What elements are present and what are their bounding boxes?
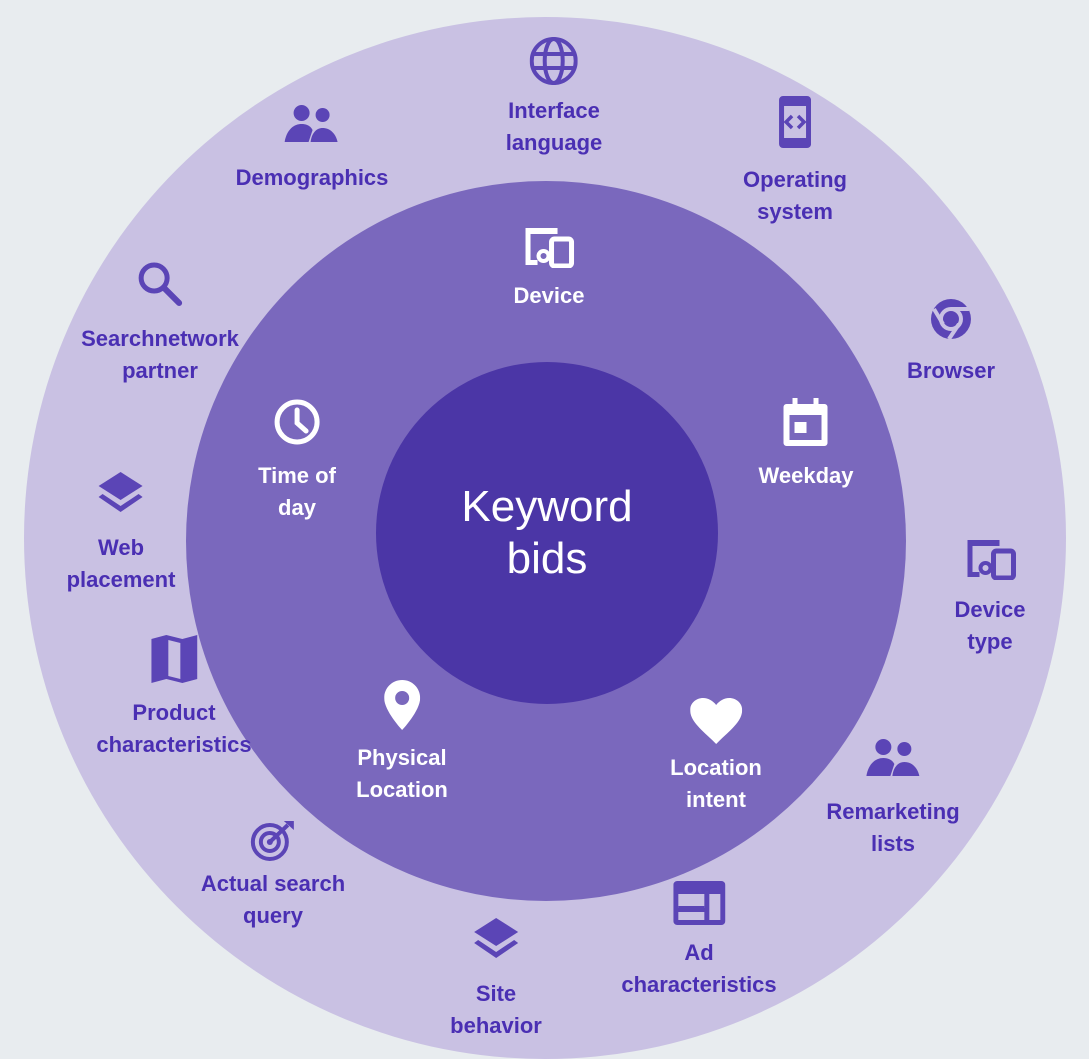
item-location-intent: Location intent	[670, 698, 762, 816]
item-physical-location-label: Physical Location	[356, 745, 448, 802]
item-remarketing-lists-label: Remarketing lists	[826, 799, 960, 856]
item-product-characteristics-label: Product characteristics	[96, 700, 252, 757]
item-searchnetwork-partner-label: Searchnetwork partner	[81, 326, 239, 383]
item-device-type-label: Device type	[954, 597, 1026, 654]
search-icon	[138, 262, 182, 306]
item-actual-search-query-label: Actual search query	[200, 871, 346, 928]
item-actual-search-query: Actual search query	[201, 820, 345, 932]
item-ad-characteristics-label: Ad characteristics	[621, 940, 777, 997]
item-browser-label: Browser	[906, 358, 996, 383]
item-device: Device	[513, 226, 585, 312]
item-searchnetwork-partner: Searchnetwork partner	[81, 261, 239, 387]
devices-icon	[967, 540, 1016, 580]
item-weekday: Weekday	[758, 398, 854, 492]
layout-icon	[672, 881, 725, 925]
globe-icon	[529, 37, 578, 85]
people-icon	[866, 739, 919, 776]
item-web-placement-label: Web placement	[66, 535, 176, 592]
center-title-text: Keyword bids	[461, 482, 633, 583]
heart-icon	[689, 698, 742, 744]
center-circle	[376, 362, 718, 704]
item-device-type: Device type	[941, 538, 1040, 658]
clock-icon	[274, 399, 320, 445]
chrome-icon	[930, 299, 971, 341]
item-demographics-label: Demographics	[235, 165, 389, 190]
item-interface-language: Interface language	[505, 37, 603, 159]
item-time-of-day: Time of day	[258, 398, 336, 524]
people-icon	[284, 105, 338, 142]
item-browser: Browser	[907, 297, 995, 387]
layers-icon	[473, 918, 518, 958]
map-icon	[150, 635, 197, 683]
item-physical-location: Physical Location	[356, 680, 448, 806]
item-operating-system-label: Operating system	[743, 167, 847, 224]
calendar-icon	[783, 398, 828, 446]
item-site-behavior: Site behavior	[450, 918, 542, 1042]
item-demographics: Demographics	[235, 104, 389, 194]
item-ad-characteristics: Ad characteristics	[621, 881, 777, 1001]
item-location-intent-label: Location intent	[670, 755, 762, 812]
item-web-placement: Web placement	[66, 472, 176, 596]
item-operating-system: Operating system	[743, 96, 847, 228]
pin-icon	[383, 680, 420, 730]
item-remarketing-lists: Remarketing lists	[826, 738, 960, 860]
item-interface-language-label: Interface language	[505, 98, 603, 155]
item-device-label: Device	[513, 283, 585, 308]
item-product-characteristics: Product characteristics	[96, 635, 252, 761]
center-title: Keyword bids	[376, 362, 718, 704]
item-site-behavior-label: Site behavior	[450, 981, 542, 1038]
item-time-of-day-label: Time of day	[258, 463, 336, 520]
devices-icon	[525, 228, 575, 268]
layers-icon	[98, 472, 143, 512]
phone-code-icon	[779, 96, 811, 148]
item-weekday-label: Weekday	[758, 463, 854, 488]
target-icon	[250, 821, 294, 861]
